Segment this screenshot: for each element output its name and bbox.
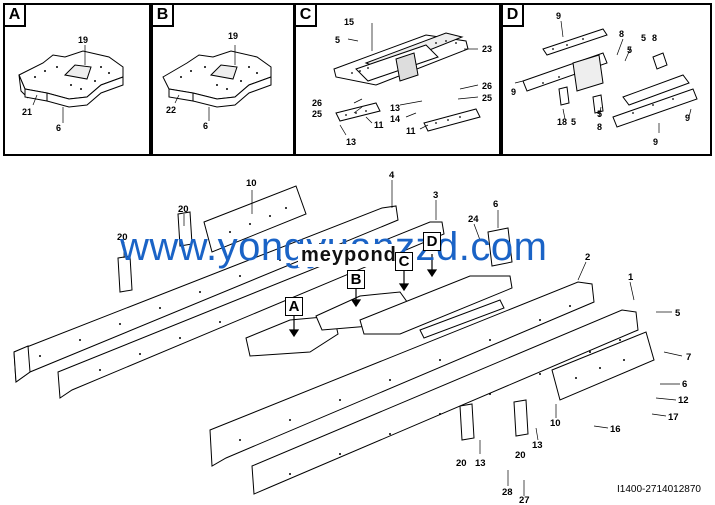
- panel-tag-c: C: [296, 5, 317, 27]
- label-25: 25: [482, 93, 492, 103]
- bracket-20-top: [177, 211, 193, 247]
- label-8: 8: [652, 33, 657, 43]
- callout-d: D: [423, 232, 441, 251]
- label-12: 12: [678, 395, 689, 406]
- label-22: 22: [166, 105, 176, 115]
- detail-panel-b: B 19 22 6: [151, 3, 295, 156]
- label-6: 6: [682, 379, 687, 390]
- label-5: 5: [571, 117, 576, 127]
- panel-tag-b: B: [153, 5, 174, 27]
- label-9: 9: [556, 11, 561, 21]
- label-14: 14: [390, 114, 400, 124]
- label-20: 20: [117, 232, 128, 243]
- panel-d-drawing: 9 8 5 5 8 9 5 18 5 8 9 9: [511, 11, 698, 147]
- label-18: 18: [557, 117, 567, 127]
- reference-number: I1400-2714012870: [617, 484, 701, 495]
- label-2: 2: [585, 252, 590, 263]
- watermark-text: meypond: [298, 244, 400, 267]
- detail-panel-a: A 19 21 6: [3, 3, 151, 156]
- label-28: 28: [502, 487, 513, 498]
- label-13: 13: [346, 137, 356, 147]
- label-10: 10: [550, 418, 561, 429]
- panel-b-drawing: 19 22 6: [162, 31, 272, 131]
- label-15: 15: [344, 17, 354, 27]
- label-20: 20: [456, 458, 467, 469]
- label-11: 11: [374, 120, 384, 130]
- label-3: 3: [433, 190, 438, 201]
- detail-panel-c: C 15 5 2: [294, 3, 501, 156]
- label-5: 5: [641, 33, 646, 43]
- reinforcement-plate-bottom: [551, 331, 655, 401]
- crossmember-c: [359, 275, 513, 335]
- bracket-20-bottom-right: [513, 399, 529, 437]
- label-21: 21: [22, 107, 32, 117]
- panel-tag-d: D: [503, 5, 524, 27]
- label-19: 19: [78, 35, 88, 45]
- label-5: 5: [627, 45, 632, 55]
- callout-b: B: [347, 270, 365, 289]
- label-9: 9: [685, 113, 690, 123]
- label-27: 27: [519, 495, 530, 505]
- label-20: 20: [515, 450, 526, 461]
- label-4: 4: [389, 170, 395, 181]
- label-19: 19: [228, 31, 238, 41]
- label-13: 13: [390, 103, 400, 113]
- bracket-20-bottom-left: [459, 403, 475, 441]
- callout-c: C: [395, 252, 413, 271]
- callout-a: A: [285, 297, 303, 316]
- label-11: 11: [406, 126, 416, 136]
- label-23: 23: [482, 44, 492, 54]
- bracket-24: [487, 227, 513, 267]
- crossmember-a: [245, 315, 339, 357]
- label-5: 5: [597, 109, 602, 119]
- label-5: 5: [335, 35, 340, 45]
- label-8: 8: [597, 122, 602, 132]
- reinforcement-plate-top: [203, 185, 307, 253]
- label-24: 24: [468, 214, 479, 225]
- label-9: 9: [511, 87, 516, 97]
- panel-c-drawing: 15 5 23 26 25 13 14 11 26 25 11 13: [312, 17, 492, 147]
- detail-panel-d: D 9 8 5 5 8 9: [501, 3, 712, 156]
- label-26: 26: [312, 98, 322, 108]
- label-10: 10: [246, 178, 257, 189]
- label-13: 13: [475, 458, 486, 469]
- label-6: 6: [493, 199, 498, 210]
- label-8: 8: [619, 29, 624, 39]
- label-16: 16: [610, 424, 621, 435]
- panel-tag-a: A: [5, 5, 26, 27]
- label-5: 5: [675, 308, 681, 319]
- side-rail-right-inner: [209, 281, 595, 467]
- label-1: 1: [628, 272, 634, 283]
- label-20: 20: [178, 204, 189, 215]
- label-6: 6: [203, 121, 208, 131]
- label-6: 6: [56, 123, 61, 133]
- label-9: 9: [653, 137, 658, 147]
- label-26: 26: [482, 81, 492, 91]
- label-17: 17: [668, 412, 679, 423]
- panel-a-drawing: 19 21 6: [18, 35, 124, 133]
- label-25: 25: [312, 109, 322, 119]
- label-7: 7: [686, 352, 691, 363]
- crossmember-c-bracket: [419, 299, 505, 339]
- side-rail-right-outer: [251, 309, 639, 495]
- label-13: 13: [532, 440, 543, 451]
- bracket-20-left: [117, 255, 133, 293]
